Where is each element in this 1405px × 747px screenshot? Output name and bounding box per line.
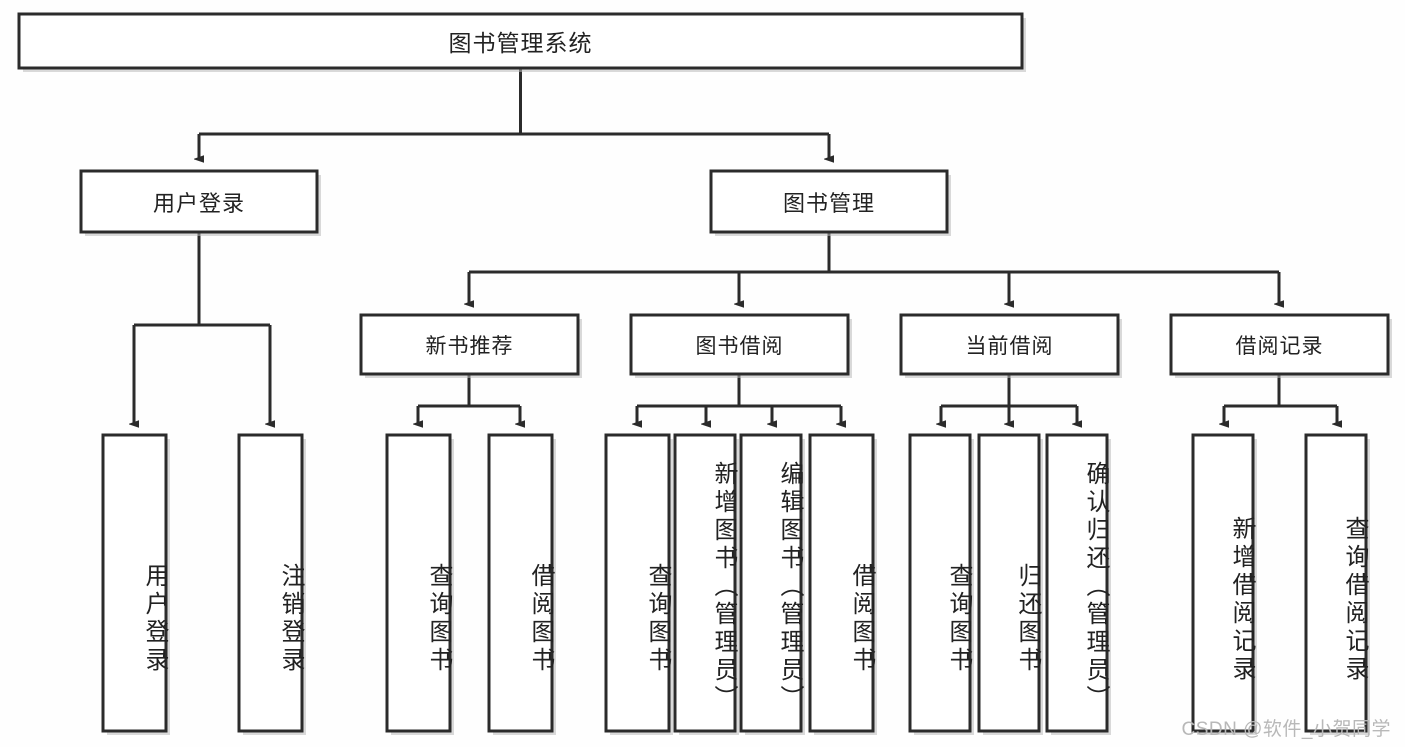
node-leaf-user-logout-box[interactable] <box>237 433 304 733</box>
node-leaf-borrow-book-1-box[interactable] <box>487 433 554 733</box>
node-leaf-query-book-2-box[interactable] <box>604 433 671 733</box>
node-book-manage-box[interactable] <box>709 169 949 234</box>
node-leaf-add-book-box[interactable] <box>673 433 737 733</box>
node-leaf-query-book-3-box[interactable] <box>908 433 972 733</box>
node-leaf-user-login-box[interactable] <box>101 433 168 733</box>
node-book-borrow-box[interactable] <box>629 313 850 376</box>
nodes-layer <box>17 12 1392 735</box>
node-leaf-return-book-box[interactable] <box>977 433 1041 733</box>
node-user-login-box[interactable] <box>79 169 319 234</box>
node-leaf-query-book-1-box[interactable] <box>385 433 452 733</box>
node-leaf-add-record-box[interactable] <box>1191 433 1255 733</box>
node-root-box[interactable] <box>17 12 1024 70</box>
node-borrow-record-box[interactable] <box>1169 313 1390 376</box>
node-leaf-query-record-box[interactable] <box>1304 433 1368 733</box>
node-current-borrow-box[interactable] <box>899 313 1120 376</box>
node-leaf-confirm-return-box[interactable] <box>1045 433 1109 733</box>
watermark-text: CSDN @软件_小贺同学 <box>1181 719 1391 740</box>
edges-layer <box>134 68 1337 424</box>
node-leaf-edit-book-box[interactable] <box>739 433 803 733</box>
node-leaf-borrow-book-2-box[interactable] <box>808 433 875 733</box>
node-new-book-rec-box[interactable] <box>359 313 580 376</box>
